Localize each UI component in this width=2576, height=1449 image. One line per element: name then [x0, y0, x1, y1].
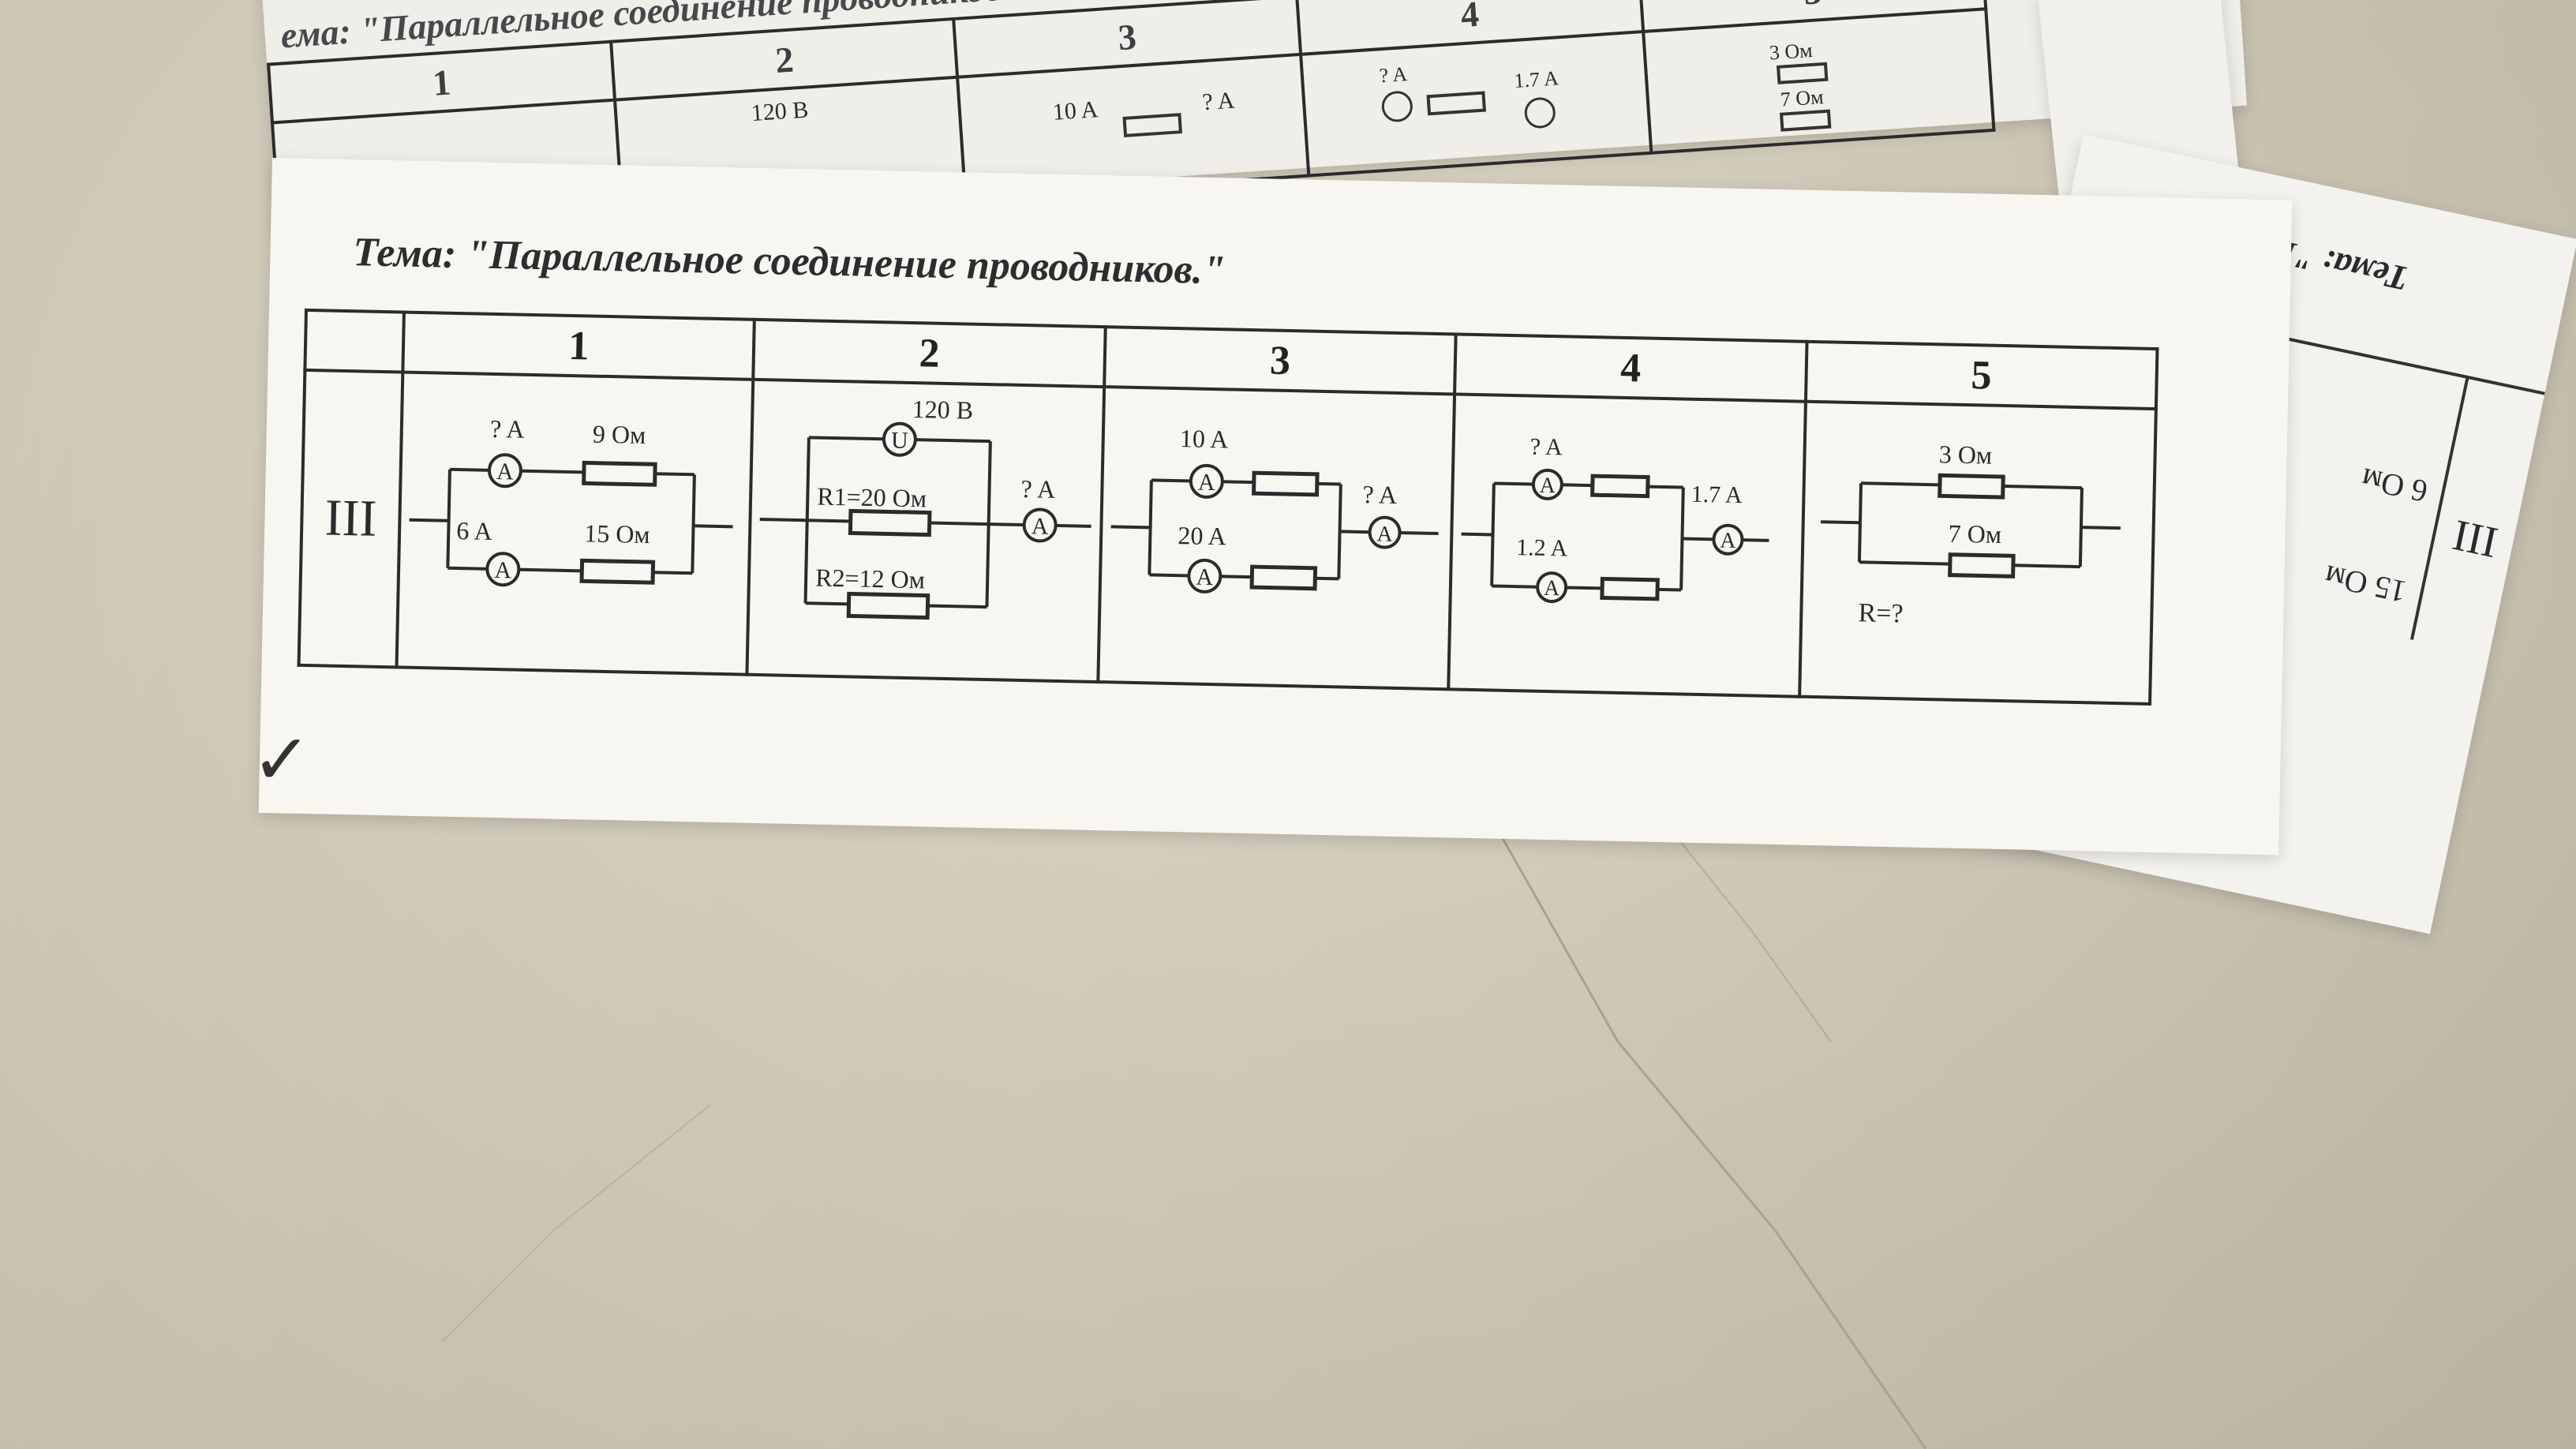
back-worksheet: ема: "Параллельное соединение проводнико…: [260, 0, 2248, 245]
back-cell-5: 3 Ом 7 Ом: [1642, 9, 1994, 153]
main-worksheet: Тема: "Параллельное соединение проводник…: [251, 158, 2293, 856]
circuit-cell-1: A A ? A 9 Ом 6 A 15 Ом: [396, 372, 754, 675]
circuit-diagram-1: A A ? A 9 Ом 6 A 15 Ом: [409, 414, 733, 587]
back-resistor: [1776, 62, 1829, 84]
resistor-icon: [1251, 470, 1320, 497]
back-label-voltage: 120 B: [751, 96, 810, 126]
circuit-diagram-5: 3 Ом 7 Ом R=?: [1820, 440, 2121, 628]
circuit-diagram-2: U 120 B R1=20 Ом R2=12 Ом A ? A: [760, 395, 1092, 620]
resistor-icon: [579, 558, 656, 585]
ammeter-icon: [1368, 515, 1402, 549]
current-label-total: 1.7 A: [1691, 481, 1743, 508]
col-header-2: 2: [753, 319, 1106, 388]
ammeter-icon: [1532, 468, 1564, 500]
resistor-icon: [1249, 564, 1317, 591]
voltmeter-icon: [882, 421, 918, 457]
resistance-label-bottom: 7 Ом: [1948, 519, 2001, 549]
resistor-icon: [1600, 576, 1661, 601]
resistor-icon: [847, 591, 930, 620]
back-label-current-3: ? A: [1378, 62, 1407, 87]
col-header-4: 4: [1455, 334, 1807, 402]
current-label-bottom: 1.2 A: [1516, 534, 1568, 561]
current-label-total: ? A: [1362, 480, 1397, 509]
resistance-label-bottom: 15 Ом: [584, 519, 650, 549]
voltmeter-symbol: U: [891, 428, 909, 454]
circuit-diagram-4: A A A ? A 1.2 A 1.7 A: [1461, 433, 1769, 604]
ammeter-icon: [1187, 558, 1222, 593]
ammeter-icon: [1712, 523, 1744, 556]
resistor-icon: [1947, 552, 2016, 578]
circuit-cell-5: 3 Ом 7 Ом R=?: [1799, 401, 2156, 704]
resistor-icon: [848, 508, 932, 537]
back-task-table: 1 2 3 4 5 120 B 10 A ? A ? A: [267, 0, 1996, 245]
voltage-label: 120 B: [912, 395, 974, 425]
ammeter-symbol: A: [1376, 522, 1394, 546]
theme-title: Тема: "Параллельное соединение проводник…: [352, 230, 1226, 294]
back-ammeter-icon: [1524, 97, 1556, 129]
back-label-resistance-2: 7 Ом: [1780, 85, 1825, 111]
ammeter-symbol: A: [1544, 576, 1561, 601]
current-label-bottom: 6 A: [456, 516, 492, 545]
col-header-1: 1: [402, 312, 755, 380]
circuit-cell-2: U 120 B R1=20 Ом R2=12 Ом A ? A: [747, 379, 1104, 683]
back-label-current-1: 10 A: [1052, 96, 1099, 125]
back-circuit-5: 3 Ом 7 Ом: [1769, 39, 1832, 132]
resistance-label-top: 9 Ом: [593, 420, 646, 449]
task-table: 1 2 3 4 5 III: [298, 309, 2159, 706]
ammeter-symbol: A: [1032, 513, 1050, 539]
ammeter-icon: [1536, 571, 1568, 604]
back-ammeter-icon: [1381, 91, 1413, 122]
corner-cell: [305, 309, 405, 373]
check-mark-icon: ✓: [250, 721, 313, 801]
back-circuit-4: ? A 1.7 A: [1378, 62, 1559, 129]
right-label-resistance-2: 6 Ом: [2358, 461, 2431, 510]
ammeter-icon: [1023, 507, 1058, 543]
resistor-icon: [582, 460, 657, 487]
circuit-diagram-3: A A A 10 A 20 A ? A: [1110, 424, 1439, 593]
back-circuit-3: 10 A ? A: [1052, 88, 1236, 137]
back-label-current-2: ? A: [1202, 88, 1236, 116]
ammeter-symbol: A: [1720, 529, 1737, 553]
ammeter-symbol: A: [1196, 564, 1214, 590]
back-label-resistance-1: 3 Ом: [1769, 39, 1814, 65]
circuit-cell-3: A A A 10 A 20 A ? A: [1098, 387, 1455, 690]
ammeter-symbol: A: [1197, 470, 1215, 496]
back-resistor: [1779, 109, 1832, 132]
right-label-resistance-1: 15 Ом: [2322, 558, 2409, 610]
back-cell-2: 120 B: [615, 77, 966, 222]
circuit-cell-4: A A A ? A 1.2 A 1.7 A: [1448, 394, 1806, 697]
current-label-top: ? A: [490, 414, 525, 444]
ammeter-symbol: A: [1540, 474, 1557, 498]
ammeter-icon: [1189, 463, 1224, 499]
r1-label: R1=20 Ом: [817, 482, 927, 513]
ammeter-symbol: A: [496, 459, 515, 485]
right-roman-numeral: III: [2449, 510, 2503, 567]
back-resistor: [1426, 91, 1486, 116]
current-label-top: ? A: [1530, 433, 1563, 460]
back-cell-3: 10 A ? A: [957, 54, 1309, 199]
r2-label: R2=12 Ом: [815, 564, 925, 594]
current-label-top: 10 A: [1179, 424, 1228, 453]
back-resistor: [1122, 113, 1183, 137]
resistor-icon: [1590, 474, 1650, 499]
resistance-label-top: 3 Ом: [1938, 440, 1992, 469]
back-label-current-4: 1.7 A: [1513, 66, 1559, 92]
back-cell-4: ? A 1.7 A: [1300, 32, 1652, 176]
col-header-3: 3: [1103, 327, 1456, 395]
current-label-bottom: 20 A: [1178, 521, 1226, 550]
question-label: R=?: [1858, 598, 1904, 628]
back-circuit-2: 120 B: [751, 96, 810, 126]
ammeter-icon: [488, 453, 523, 489]
ammeter-icon: [485, 552, 521, 587]
col-header-5: 5: [1805, 341, 2158, 410]
row-label: III: [298, 369, 403, 668]
resistor-icon: [1937, 473, 2005, 500]
ammeter-symbol: A: [494, 557, 512, 583]
current-label: ? A: [1021, 474, 1056, 504]
